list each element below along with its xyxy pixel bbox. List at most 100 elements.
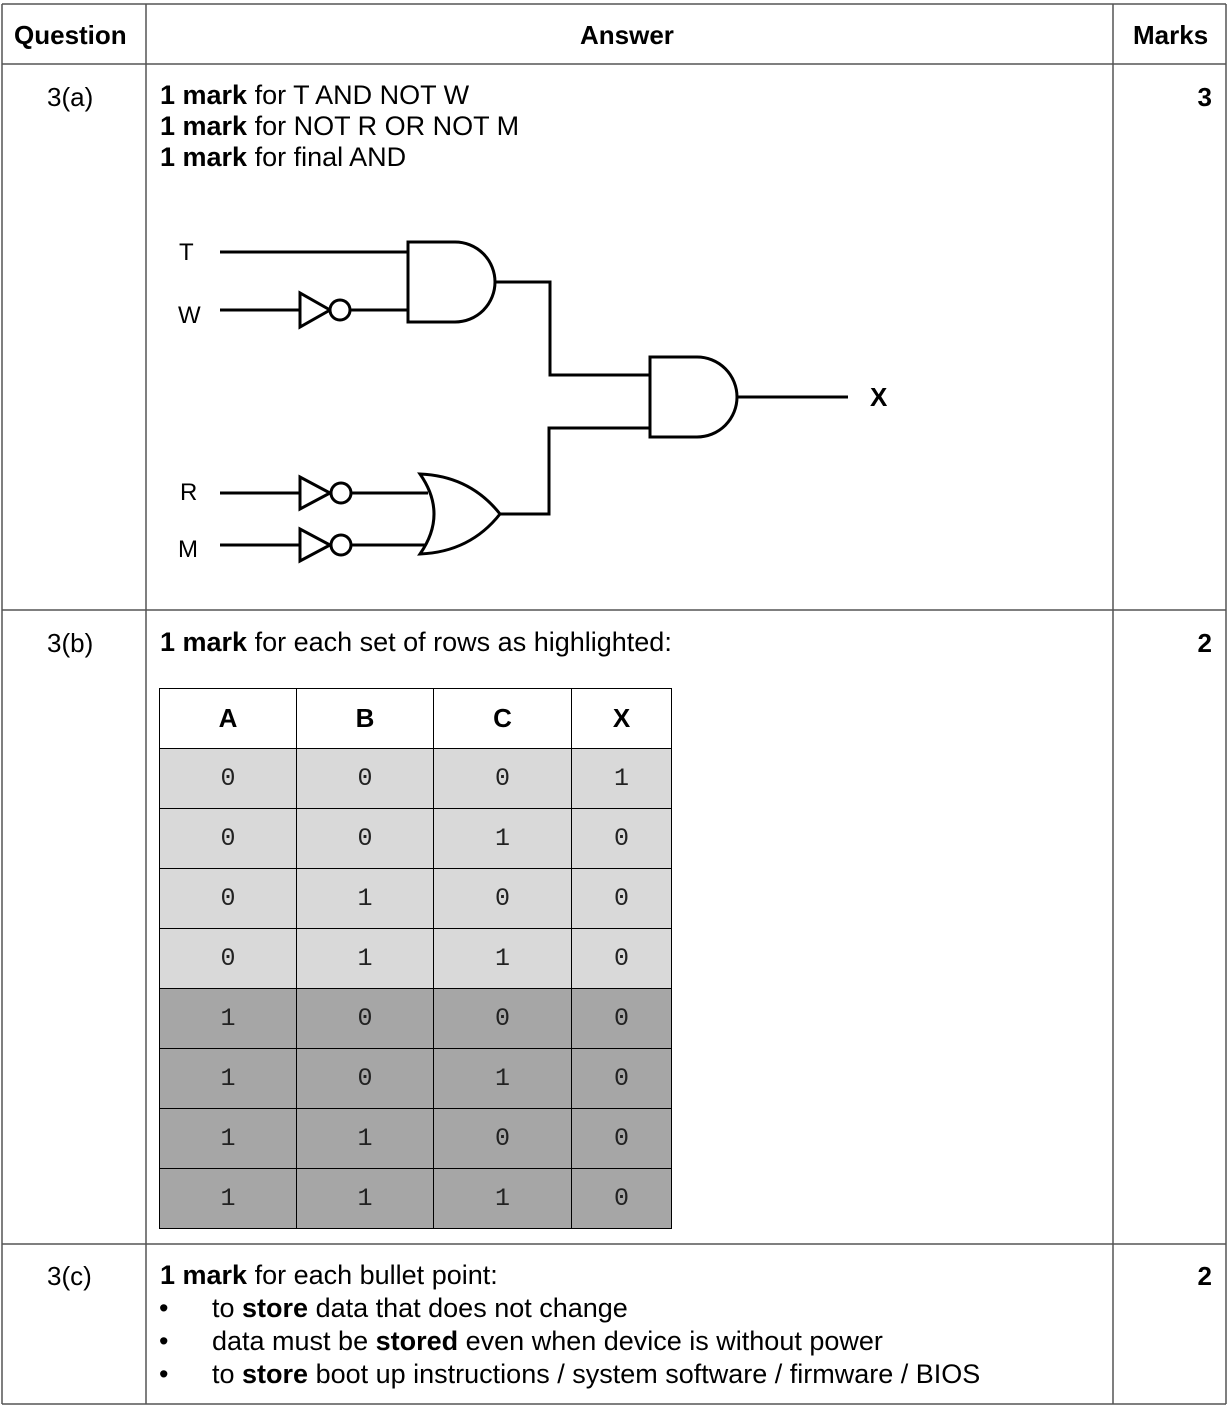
bullet-keyword: store <box>242 1293 309 1323</box>
table-cell: 0 <box>296 988 434 1049</box>
table-cell: 0 <box>296 748 434 809</box>
truth-table: A B C X 0 0 0 1 0 0 1 0 0 1 0 0 0 1 1 0 <box>159 688 672 1229</box>
table-row: 1 0 1 0 <box>159 1048 672 1109</box>
table-cell: 1 <box>159 1108 297 1169</box>
bullet-text: even when device is without power <box>458 1326 883 1356</box>
column-header-x: X <box>571 688 672 749</box>
table-cell: 0 <box>433 748 572 809</box>
bullet-dot: • <box>159 1293 169 1323</box>
table-cell: 1 <box>296 868 434 929</box>
not-gate-r <box>298 474 334 512</box>
question-id-3b: 3(b) <box>47 628 94 658</box>
mark-text: for T AND NOT W <box>247 80 470 110</box>
bullet-text: data must be <box>212 1326 376 1356</box>
input-label-t: T <box>179 239 194 266</box>
mark-label: 1 mark <box>160 111 248 141</box>
bullet-text: data that does not change <box>308 1293 628 1323</box>
table-cell: 0 <box>433 988 572 1049</box>
table-cell: 1 <box>433 808 572 869</box>
mark-line: 1 mark for each bullet point: <box>160 1260 498 1291</box>
input-label-w: W <box>178 302 201 329</box>
table-row: 1 1 0 0 <box>159 1108 672 1169</box>
and-gate-final <box>648 355 739 439</box>
table-cell: 1 <box>296 1108 434 1169</box>
bullet-dot: • <box>159 1359 169 1389</box>
bullet-dot: • <box>159 1326 169 1356</box>
table-cell: 1 <box>159 988 297 1049</box>
marks-3a: 3 <box>1197 82 1212 112</box>
table-row: 0 1 1 0 <box>159 928 672 989</box>
input-label-r: R <box>180 479 198 506</box>
table-row: 1 0 0 0 <box>159 988 672 1049</box>
table-row: 0 0 1 0 <box>159 808 672 869</box>
table-cell: 1 <box>433 928 572 989</box>
table-cell: 0 <box>571 868 672 929</box>
table-cell: 1 <box>159 1048 297 1109</box>
truth-table-header-row: A B C X <box>159 688 672 749</box>
not-gate-w <box>298 290 334 330</box>
table-cell: 0 <box>296 808 434 869</box>
and-gate-1 <box>406 240 497 324</box>
mark-label: 1 mark <box>160 142 248 172</box>
table-row: 0 0 0 1 <box>159 748 672 809</box>
table-cell: 1 <box>296 1168 434 1229</box>
table-cell: 0 <box>159 808 297 869</box>
question-id-3a: 3(a) <box>47 82 94 112</box>
mark-label: 1 mark <box>160 80 248 110</box>
table-cell: 0 <box>571 808 672 869</box>
logic-circuit <box>220 240 848 564</box>
table-cell: 0 <box>159 868 297 929</box>
table-cell: 0 <box>571 928 672 989</box>
table-cell: 0 <box>571 988 672 1049</box>
marks-3b: 2 <box>1197 628 1212 658</box>
table-cell: 0 <box>433 868 572 929</box>
table-cell: 1 <box>433 1048 572 1109</box>
or-gate <box>417 472 502 556</box>
table-cell: 0 <box>571 1108 672 1169</box>
input-label-m: M <box>178 536 198 563</box>
table-cell: 0 <box>159 928 297 989</box>
table-cell: 0 <box>296 1048 434 1109</box>
table-row: 0 1 0 0 <box>159 868 672 929</box>
bullet-keyword: stored <box>375 1326 459 1356</box>
question-id-3c: 3(c) <box>47 1261 92 1291</box>
table-cell: 1 <box>433 1168 572 1229</box>
header-answer: Answer <box>580 20 674 50</box>
mark-text: for NOT R OR NOT M <box>247 111 520 141</box>
table-cell: 0 <box>571 1048 672 1109</box>
not-gate-m <box>298 526 334 564</box>
mark-line: 1 mark for NOT R OR NOT M <box>160 111 519 142</box>
output-label-x: X <box>870 382 888 412</box>
header-question: Question <box>14 20 127 50</box>
table-cell: 0 <box>571 1168 672 1229</box>
mark-text: for each bullet point: <box>247 1260 498 1290</box>
table-cell: 1 <box>159 1168 297 1229</box>
table-row: 1 1 1 0 <box>159 1168 672 1229</box>
table-cell: 1 <box>571 748 672 809</box>
bullet-text: to <box>212 1293 243 1323</box>
mark-text: for final AND <box>247 142 407 172</box>
bullet-text: boot up instructions / system software /… <box>308 1359 981 1389</box>
mark-label: 1 mark <box>160 1260 248 1290</box>
column-header-a: A <box>159 688 297 749</box>
mark-label: 1 mark <box>160 627 248 657</box>
not-bubble-m <box>329 533 353 557</box>
bullet-item: to store data that does not change <box>212 1293 628 1324</box>
mark-line: 1 mark for final AND <box>160 142 406 173</box>
mark-line: 1 mark for each set of rows as highlight… <box>160 627 672 658</box>
table-cell: 1 <box>296 928 434 989</box>
mark-text: for each set of rows as highlighted: <box>247 627 672 657</box>
not-bubble-r <box>329 481 353 505</box>
column-header-b: B <box>296 688 434 749</box>
not-bubble-w <box>328 298 352 322</box>
column-header-c: C <box>433 688 572 749</box>
mark-line: 1 mark for T AND NOT W <box>160 80 469 111</box>
bullet-item: data must be stored even when device is … <box>212 1326 883 1357</box>
bullet-keyword: store <box>242 1359 309 1389</box>
header-marks: Marks <box>1133 20 1209 50</box>
bullet-text: to <box>212 1359 243 1389</box>
table-cell: 0 <box>159 748 297 809</box>
bullet-item: to store boot up instructions / system s… <box>212 1359 980 1390</box>
